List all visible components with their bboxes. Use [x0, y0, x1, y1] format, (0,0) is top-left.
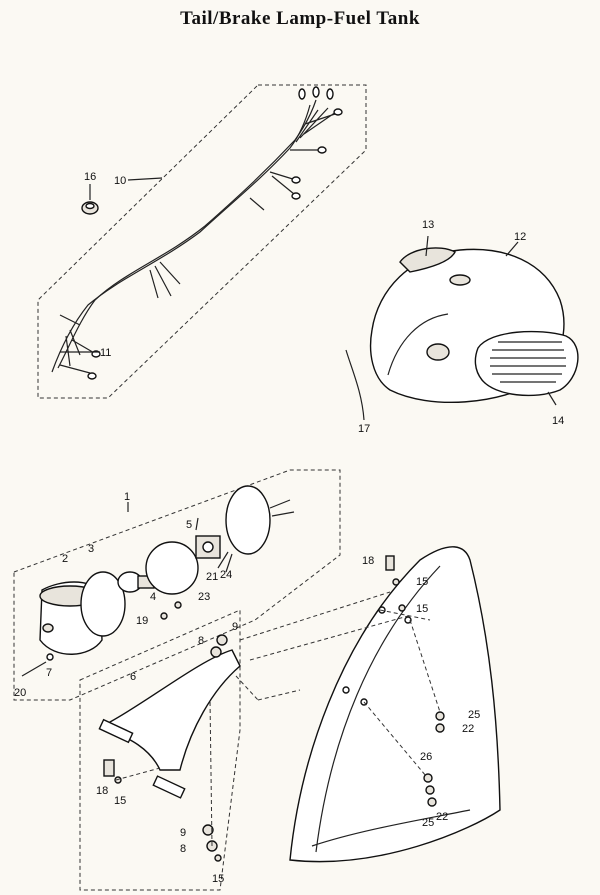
bolt-18-upper — [385, 555, 395, 571]
nut-25-upper — [435, 711, 445, 721]
callout-23: 23 — [198, 591, 210, 603]
lamp-case — [145, 541, 199, 595]
callout-25-upper: 25 — [468, 709, 480, 721]
bolt-18-lower — [103, 759, 115, 777]
lamp-socket — [195, 535, 221, 559]
wire-harness-group — [37, 84, 367, 399]
wire-harness-main — [51, 104, 311, 373]
license-bracket-group — [79, 609, 241, 891]
bracket-boundary — [79, 609, 241, 891]
fender-contour — [311, 565, 471, 853]
tank-emblem — [426, 343, 450, 361]
callout-10: 10 — [114, 175, 126, 187]
knee-pad-left — [399, 247, 456, 273]
fender-hole-2 — [404, 616, 412, 624]
callout-19: 19 — [136, 615, 148, 627]
callout-24: 24 — [220, 569, 232, 581]
callout-21: 21 — [206, 571, 218, 583]
callout-15-upper-a: 15 — [416, 576, 428, 588]
callout-15-upper-b: 15 — [416, 603, 428, 615]
fuel-hose — [345, 349, 365, 421]
harness-wire-ends — [290, 107, 337, 151]
callout-22-lower: 22 — [436, 811, 448, 823]
callout-13: 13 — [422, 219, 434, 231]
bracket-slot-upper — [98, 718, 134, 744]
callout-18-upper: 18 — [362, 555, 374, 567]
washer-15-upper-b — [398, 604, 406, 612]
nut-26 — [423, 773, 433, 783]
callout-15-left: 15 — [114, 795, 126, 807]
washer-22-lower — [427, 797, 437, 807]
callout-8-upper: 8 — [198, 635, 204, 647]
tail-lamp-group — [13, 469, 341, 701]
nut-9 — [216, 634, 228, 646]
washer-25-lower — [425, 785, 435, 795]
callout-25-lower: 25 — [422, 817, 434, 829]
grommet-icon — [81, 201, 99, 215]
callout-22-upper: 22 — [462, 723, 474, 735]
bracket-guide-lines — [115, 699, 213, 847]
wire-harness-strand — [57, 99, 317, 369]
callout-1: 1 — [124, 491, 130, 503]
lamp-base-plate — [225, 485, 295, 555]
page-title: Tail/Brake Lamp-Fuel Tank — [180, 8, 420, 29]
fuel-tank-contour — [387, 313, 449, 376]
bracket-slot-lower — [152, 775, 186, 799]
callout-18-lower: 18 — [96, 785, 108, 797]
lens-gasket — [80, 571, 126, 637]
wire-harness-boundary — [37, 84, 367, 399]
washer-8 — [210, 646, 222, 658]
washer-15-left — [114, 776, 122, 784]
callout-3: 3 — [88, 543, 94, 555]
knee-pad-right — [474, 330, 579, 397]
callout-20: 20 — [14, 687, 26, 699]
washer-23 — [174, 601, 182, 609]
callout-17: 17 — [358, 423, 370, 435]
harness-branch-middle — [149, 261, 181, 299]
callout-16: 16 — [84, 171, 96, 183]
fuel-tank-group — [345, 235, 579, 421]
callout-26: 26 — [420, 751, 432, 763]
lamp-screws — [195, 517, 233, 573]
callout-14: 14 — [552, 415, 564, 427]
nut-9-lower — [202, 824, 214, 836]
callout-9-lower: 9 — [180, 827, 186, 839]
rear-fender-group — [235, 546, 501, 863]
wire-terminals — [87, 86, 343, 380]
callout-7: 7 — [46, 667, 52, 679]
tail-lamp-boundary — [13, 469, 341, 701]
license-bracket — [109, 649, 241, 771]
screw-19 — [160, 612, 168, 620]
callout-2: 2 — [62, 553, 68, 565]
callout-9-upper: 9 — [232, 621, 238, 633]
callout-12: 12 — [514, 231, 526, 243]
washer-15-lower — [214, 854, 222, 862]
callout-8-lower: 8 — [180, 843, 186, 855]
fender-guide-lines — [239, 591, 441, 777]
callout-11: 11 — [100, 347, 111, 359]
washer-22-upper — [435, 723, 445, 733]
callout-6: 6 — [130, 671, 136, 683]
callout-labels: 16 10 11 13 12 14 17 1 2 3 4 5 21 24 23 … — [14, 171, 564, 885]
callout-5: 5 — [186, 519, 192, 531]
bracket-to-fender-lines — [235, 675, 301, 701]
washer-15-upper-a — [392, 578, 400, 586]
fuel-cap-icon — [449, 274, 471, 286]
fender-hole-3 — [342, 686, 350, 694]
callout-15-lower: 15 — [212, 873, 224, 885]
bulb-icon — [117, 571, 155, 593]
harness-branch-lower — [59, 314, 97, 374]
callout-4: 4 — [150, 591, 156, 603]
lamp-mount-screw — [21, 661, 47, 677]
rear-fender — [289, 546, 501, 863]
